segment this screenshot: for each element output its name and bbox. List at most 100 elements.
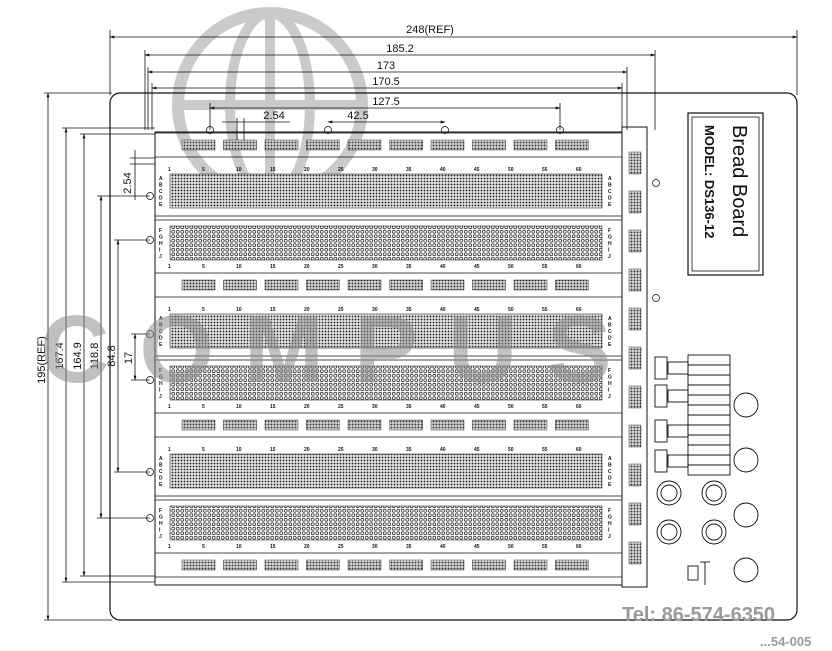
rail-hole-group	[306, 559, 340, 571]
row-letter: E	[608, 342, 612, 348]
column-number: 10	[236, 264, 242, 270]
rail-hole-group	[264, 279, 299, 291]
column-number: 55	[542, 447, 548, 453]
dim-h1: 167.4	[54, 342, 66, 370]
dim-h4: 84.8	[106, 345, 118, 366]
column-number: 15	[270, 307, 276, 313]
column-number: 45	[474, 447, 480, 453]
column-number: 25	[338, 447, 344, 453]
column-number: 55	[542, 404, 548, 410]
row-letter: G	[608, 375, 612, 381]
column-number: 25	[338, 264, 344, 270]
row-letter: C	[608, 329, 612, 335]
column-number: 10	[236, 544, 242, 550]
rail-hole-group	[347, 279, 382, 291]
row-letter: A	[159, 176, 163, 182]
column-number: 25	[338, 167, 344, 173]
row-letter: F	[159, 368, 162, 374]
row-letter: E	[608, 202, 612, 208]
row-letter: B	[159, 323, 163, 329]
row-letter: F	[608, 228, 611, 234]
row-letter: D	[159, 476, 163, 482]
column-number: 1	[168, 307, 171, 313]
column-number: 50	[508, 544, 514, 550]
rail-hole-group	[472, 559, 506, 571]
row-letter: G	[608, 235, 612, 241]
row-letter: F	[608, 368, 611, 374]
rail-hole-group	[430, 279, 465, 291]
vertical-bus-strip	[621, 126, 648, 588]
row-letter: B	[159, 183, 163, 189]
column-number: 40	[440, 307, 446, 313]
column-number: 60	[576, 167, 582, 173]
column-number: 25	[338, 544, 344, 550]
vertical-bus-hole-group	[628, 346, 642, 370]
column-number: 35	[406, 167, 412, 173]
column-number: 5	[202, 167, 205, 173]
vertical-bus-hole-group	[628, 307, 642, 331]
column-number: 20	[304, 167, 310, 173]
row-letter: A	[608, 316, 612, 322]
column-number: 10	[236, 447, 242, 453]
row-letter: I	[608, 248, 610, 254]
terminal-strip-upper	[169, 313, 603, 349]
row-letter: J	[608, 254, 611, 260]
row-letter: A	[159, 456, 163, 462]
row-letter: C	[608, 469, 612, 475]
terminal-strip-upper	[169, 453, 603, 489]
column-number: 60	[576, 307, 582, 313]
rail-hole-group	[181, 139, 216, 151]
row-letter: B	[608, 323, 612, 329]
column-number: 15	[270, 167, 276, 173]
column-number: 50	[508, 307, 514, 313]
terminal-strip-lower	[169, 225, 603, 261]
row-letter: A	[608, 456, 612, 462]
row-letter: C	[608, 189, 612, 195]
column-number: 55	[542, 307, 548, 313]
rail-hole-group	[430, 139, 465, 151]
row-letter: E	[608, 482, 612, 488]
dim-w4: 127.5	[372, 96, 400, 108]
column-number: 35	[406, 447, 412, 453]
rail-hole-group	[389, 419, 423, 431]
column-number: 55	[542, 264, 548, 270]
column-number: 50	[508, 167, 514, 173]
horizontal-dimensions	[109, 30, 798, 140]
row-letter: D	[608, 336, 612, 342]
vertical-bus-hole-group	[628, 385, 642, 409]
rail-hole-group	[513, 419, 548, 431]
watermark-contact-2: ...54-005	[760, 634, 812, 649]
column-number: 20	[304, 404, 310, 410]
rail-hole-group	[430, 419, 465, 431]
column-number: 60	[576, 264, 582, 270]
row-letter: E	[159, 342, 163, 348]
column-number: 5	[202, 544, 205, 550]
rail-hole-group	[306, 279, 340, 291]
model-label-title: Bread Board	[728, 125, 750, 237]
column-number: 1	[168, 264, 171, 270]
column-number: 30	[372, 544, 378, 550]
column-number: 45	[474, 264, 480, 270]
row-letter: E	[159, 202, 163, 208]
rail-hole-group	[181, 279, 216, 291]
column-number: 45	[474, 307, 480, 313]
mounting-hole-right-mid	[652, 294, 660, 302]
dim-overall-width: 248(REF)	[406, 24, 454, 36]
vertical-bus-hole-group	[628, 502, 642, 526]
column-number: 60	[576, 544, 582, 550]
rail-hole-group	[181, 559, 216, 571]
row-letter: A	[159, 316, 163, 322]
column-number: 45	[474, 167, 480, 173]
vertical-bus-hole-group	[628, 151, 642, 175]
row-letter: G	[159, 515, 163, 521]
binding-posts	[654, 354, 759, 585]
row-letter: E	[159, 482, 163, 488]
rail-hole-group	[223, 279, 257, 291]
dim-w5: 42.5	[347, 110, 368, 122]
rail-hole-group	[223, 419, 257, 431]
column-number: 10	[236, 404, 242, 410]
column-number: 25	[338, 404, 344, 410]
rail-hole-group	[472, 139, 506, 151]
rail-hole-group	[306, 419, 340, 431]
